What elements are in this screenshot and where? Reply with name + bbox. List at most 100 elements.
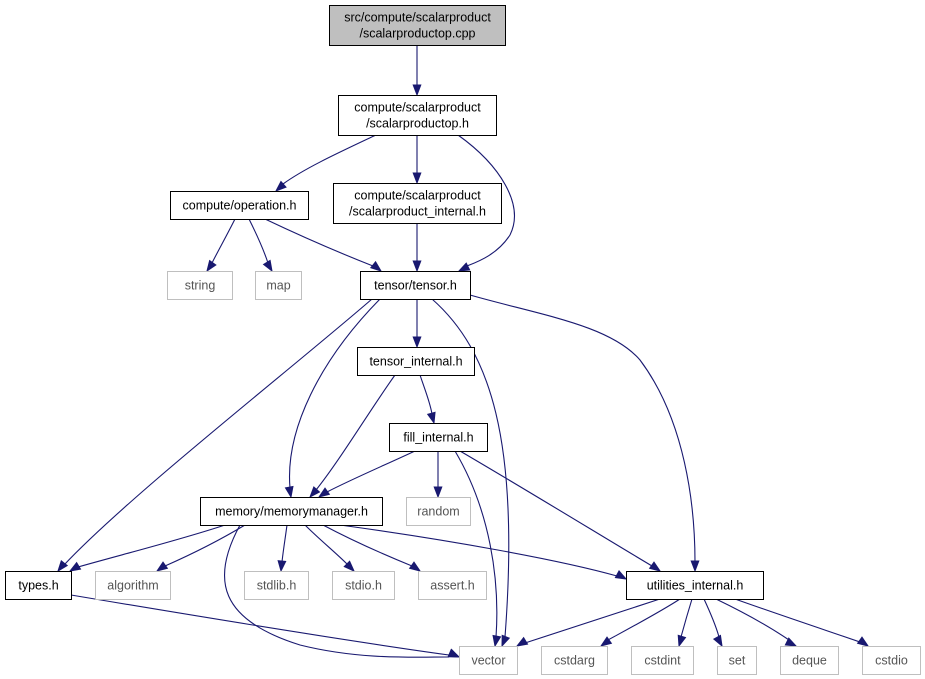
arrowhead bbox=[206, 259, 217, 273]
node-vector[interactable]: vector bbox=[459, 646, 518, 675]
node-box bbox=[244, 571, 309, 600]
arrowhead bbox=[309, 486, 321, 499]
arrowhead bbox=[343, 560, 355, 572]
edge-memorymanager_h-to-algorithm bbox=[155, 524, 246, 572]
node-label: compute/scalarproduct bbox=[354, 101, 481, 115]
node-algorithm[interactable]: algorithm bbox=[95, 571, 171, 600]
node-label: src/compute/scalarproduct bbox=[344, 11, 491, 25]
node-tensor-internal-h[interactable]: tensor_internal.h bbox=[357, 347, 475, 376]
edge-operation_h-to-string bbox=[206, 218, 236, 273]
node-label: compute/scalarproduct bbox=[354, 189, 481, 203]
node-fill-internal-h[interactable]: fill_internal.h bbox=[389, 423, 488, 452]
node-label: vector bbox=[471, 654, 505, 668]
arrowhead bbox=[68, 561, 82, 572]
node-root[interactable]: src/compute/scalarproduct/scalarproducto… bbox=[329, 5, 506, 46]
node-label: memory/memorymanager.h bbox=[215, 505, 368, 519]
node-set[interactable]: set bbox=[717, 646, 757, 675]
node-label: /scalarproductop.cpp bbox=[359, 27, 475, 41]
edge-line bbox=[680, 598, 693, 638]
node-random[interactable]: random bbox=[406, 497, 471, 526]
node-label: deque bbox=[792, 654, 827, 668]
edge-tensor_h-to-tensor_internal_h bbox=[412, 299, 422, 349]
edge-line bbox=[431, 298, 510, 638]
edge-line bbox=[77, 524, 226, 568]
node-label: /scalarproduct_internal.h bbox=[349, 205, 486, 219]
edge-utilities_internal_h-to-cstdio bbox=[734, 598, 870, 647]
node-sp-op-h[interactable]: compute/scalarproduct/scalarproductop.h bbox=[338, 95, 497, 136]
edge-tensor_h-to-types_h bbox=[57, 298, 373, 573]
edge-line bbox=[326, 450, 416, 493]
arrowhead bbox=[690, 560, 700, 573]
arrowhead bbox=[262, 259, 273, 273]
edge-tensor_h-to-vector bbox=[431, 298, 511, 648]
edge-line bbox=[223, 524, 450, 658]
arrowhead bbox=[501, 634, 511, 648]
edge-line bbox=[339, 524, 618, 577]
arrowhead bbox=[317, 487, 331, 498]
node-box bbox=[626, 571, 764, 600]
arrowhead bbox=[155, 561, 169, 572]
node-box bbox=[406, 497, 471, 526]
arrowhead bbox=[648, 561, 662, 572]
node-box bbox=[541, 646, 608, 675]
node-stdio-h[interactable]: stdio.h bbox=[332, 571, 395, 600]
arrowhead bbox=[515, 636, 529, 647]
node-deque[interactable]: deque bbox=[780, 646, 839, 675]
node-box bbox=[862, 646, 921, 675]
edge-sp_op_h-to-operation_h bbox=[274, 134, 377, 192]
node-memorymanager-h[interactable]: memory/memorymanager.h bbox=[200, 497, 383, 526]
arrowhead bbox=[277, 560, 287, 573]
node-string[interactable]: string bbox=[167, 271, 233, 300]
node-box bbox=[459, 646, 518, 675]
edge-fill_internal_h-to-vector bbox=[454, 450, 502, 648]
arrowhead bbox=[784, 637, 798, 647]
node-label: stdlib.h bbox=[257, 579, 297, 593]
edge-line bbox=[70, 594, 450, 656]
arrowhead bbox=[57, 559, 69, 573]
arrowhead bbox=[284, 485, 294, 499]
node-map[interactable]: map bbox=[255, 271, 302, 300]
arrowhead bbox=[426, 411, 436, 425]
arrowhead bbox=[412, 84, 422, 97]
edge-line bbox=[454, 450, 498, 638]
arrowhead bbox=[408, 561, 422, 572]
node-operation-h[interactable]: compute/operation.h bbox=[170, 191, 309, 220]
arrowhead bbox=[369, 260, 383, 272]
edge-fill_internal_h-to-random bbox=[433, 451, 443, 499]
node-box bbox=[95, 571, 171, 600]
edge-line bbox=[459, 450, 653, 567]
edge-sp_op_h-to-tensor_h bbox=[457, 134, 515, 272]
node-label: fill_internal.h bbox=[403, 431, 473, 445]
node-sp-internal-h[interactable]: compute/scalarproduct/scalarproduct_inte… bbox=[333, 183, 502, 224]
edge-tensor_h-to-memorymanager_h bbox=[284, 298, 381, 499]
node-label: types.h bbox=[18, 579, 58, 593]
edge-operation_h-to-map bbox=[248, 218, 273, 273]
arrowhead bbox=[412, 260, 422, 273]
edges-layer bbox=[57, 45, 870, 658]
arrowhead bbox=[492, 634, 502, 648]
edge-sp_op_h-to-sp_internal_h bbox=[412, 135, 422, 185]
edge-fill_internal_h-to-utilities_internal_h bbox=[459, 450, 662, 572]
node-utilities-internal-h[interactable]: utilities_internal.h bbox=[626, 571, 764, 600]
edge-line bbox=[715, 598, 790, 641]
node-cstdio[interactable]: cstdio bbox=[862, 646, 921, 675]
node-stdlib-h[interactable]: stdlib.h bbox=[244, 571, 309, 600]
arrowhead bbox=[433, 486, 443, 499]
edge-line bbox=[282, 134, 377, 185]
node-cstdint[interactable]: cstdint bbox=[631, 646, 694, 675]
node-types-h[interactable]: types.h bbox=[5, 571, 72, 600]
node-assert-h[interactable]: assert.h bbox=[418, 571, 487, 600]
edge-utilities_internal_h-to-deque bbox=[715, 598, 798, 647]
edge-line bbox=[281, 524, 288, 563]
node-tensor-h[interactable]: tensor/tensor.h bbox=[360, 271, 471, 300]
edge-line bbox=[304, 524, 348, 565]
edge-utilities_internal_h-to-cstdint bbox=[677, 598, 693, 648]
arrowhead bbox=[412, 172, 422, 185]
edge-tensor_internal_h-to-fill_internal_h bbox=[419, 374, 436, 425]
edge-types_h-to-vector bbox=[70, 594, 461, 658]
edge-line bbox=[607, 598, 681, 641]
edge-root-to-sp_op_h bbox=[412, 45, 422, 97]
node-cstdarg[interactable]: cstdarg bbox=[541, 646, 608, 675]
node-label: compute/operation.h bbox=[183, 199, 297, 213]
node-label: set bbox=[729, 654, 746, 668]
